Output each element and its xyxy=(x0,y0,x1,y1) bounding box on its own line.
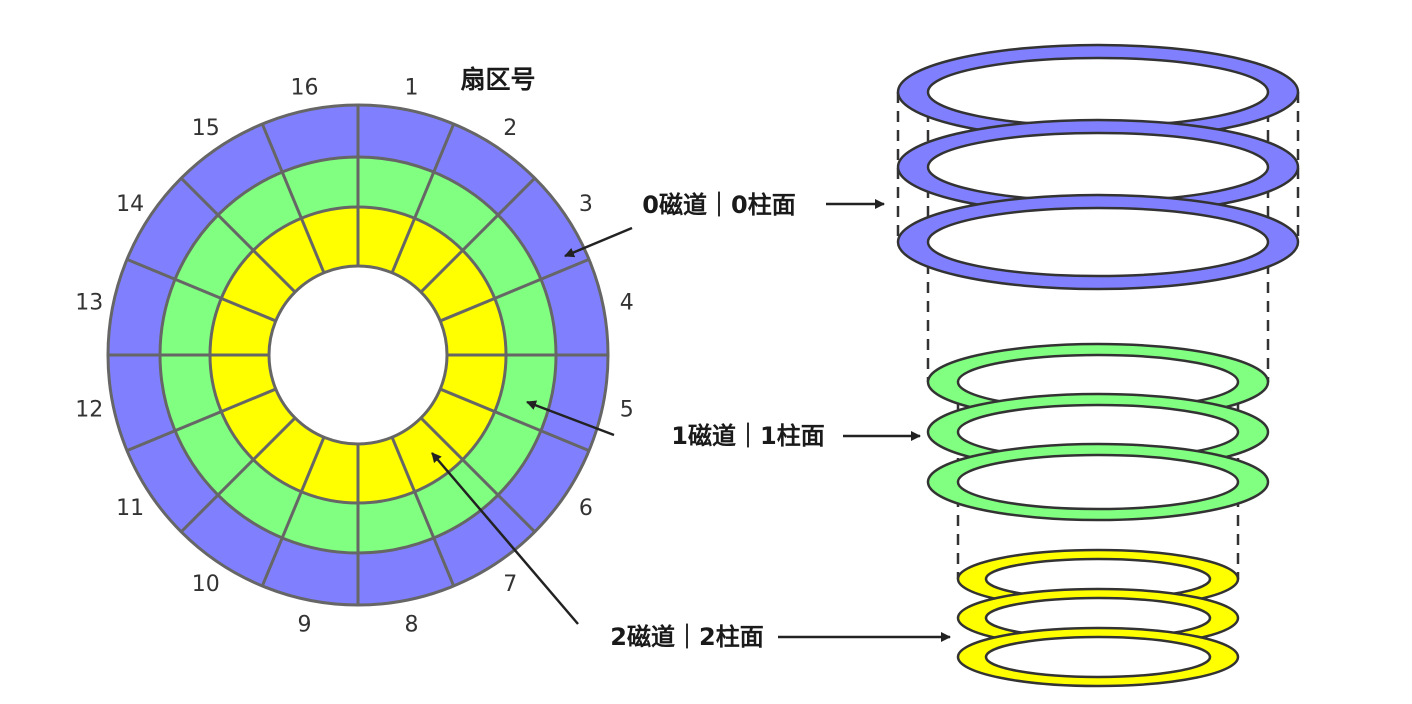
sector-divider xyxy=(419,416,536,533)
sector-number-4: 4 xyxy=(620,291,634,316)
sector-number-11: 11 xyxy=(116,496,144,521)
arrow-track2 xyxy=(431,452,579,625)
sector-number-15: 15 xyxy=(192,116,220,141)
sector-number-8: 8 xyxy=(404,613,418,638)
sector-number-5: 5 xyxy=(620,397,634,422)
sector-number-16: 16 xyxy=(291,75,319,100)
sector-number-1: 1 xyxy=(404,75,418,100)
track-0-platter-0 xyxy=(896,43,1300,141)
sector-number-7: 7 xyxy=(503,572,517,597)
platter-hole xyxy=(956,453,1240,511)
platter-hole xyxy=(926,206,1270,278)
sector-divider xyxy=(260,436,326,587)
sector-number-title: 扇区号 xyxy=(460,65,535,94)
track-arrows xyxy=(431,226,633,625)
sector-number-12: 12 xyxy=(75,397,103,422)
arrow-track0 xyxy=(564,226,633,258)
sector-divider xyxy=(439,257,590,323)
sector-divider xyxy=(126,387,277,453)
platter-hole xyxy=(926,56,1270,128)
platter-hole xyxy=(926,131,1270,203)
sector-divider xyxy=(419,177,536,294)
track-2-platter-2 xyxy=(956,626,1240,688)
platter-diagram xyxy=(106,103,610,607)
sector-number-6: 6 xyxy=(579,496,593,521)
track0-label: 0磁道｜0柱面 xyxy=(642,191,795,219)
cylinder-stacks xyxy=(896,43,1300,688)
sector-number-13: 13 xyxy=(75,291,103,316)
sector-number-14: 14 xyxy=(116,192,144,217)
sector-divider xyxy=(180,177,297,294)
sector-number-10: 10 xyxy=(192,572,220,597)
sector-divider xyxy=(390,123,456,274)
cylinder-arrows xyxy=(778,199,951,642)
spindle-hole xyxy=(267,264,449,446)
sector-number-2: 2 xyxy=(503,116,517,141)
platter-hole xyxy=(984,635,1212,679)
track-0-platter-2 xyxy=(896,193,1300,291)
sector-divider xyxy=(439,387,590,453)
track2-label: 2磁道｜2柱面 xyxy=(610,623,763,651)
track-0-platter-1 xyxy=(896,118,1300,216)
track1-label: 1磁道｜1柱面 xyxy=(671,422,824,450)
sector-divider xyxy=(390,436,456,587)
sector-divider xyxy=(260,123,326,274)
arrow-track1 xyxy=(526,400,615,437)
sector-divider xyxy=(126,257,277,323)
track-1-platter-2 xyxy=(926,442,1270,522)
sector-divider xyxy=(180,416,297,533)
sector-number-9: 9 xyxy=(298,613,312,638)
sector-number-3: 3 xyxy=(579,192,593,217)
